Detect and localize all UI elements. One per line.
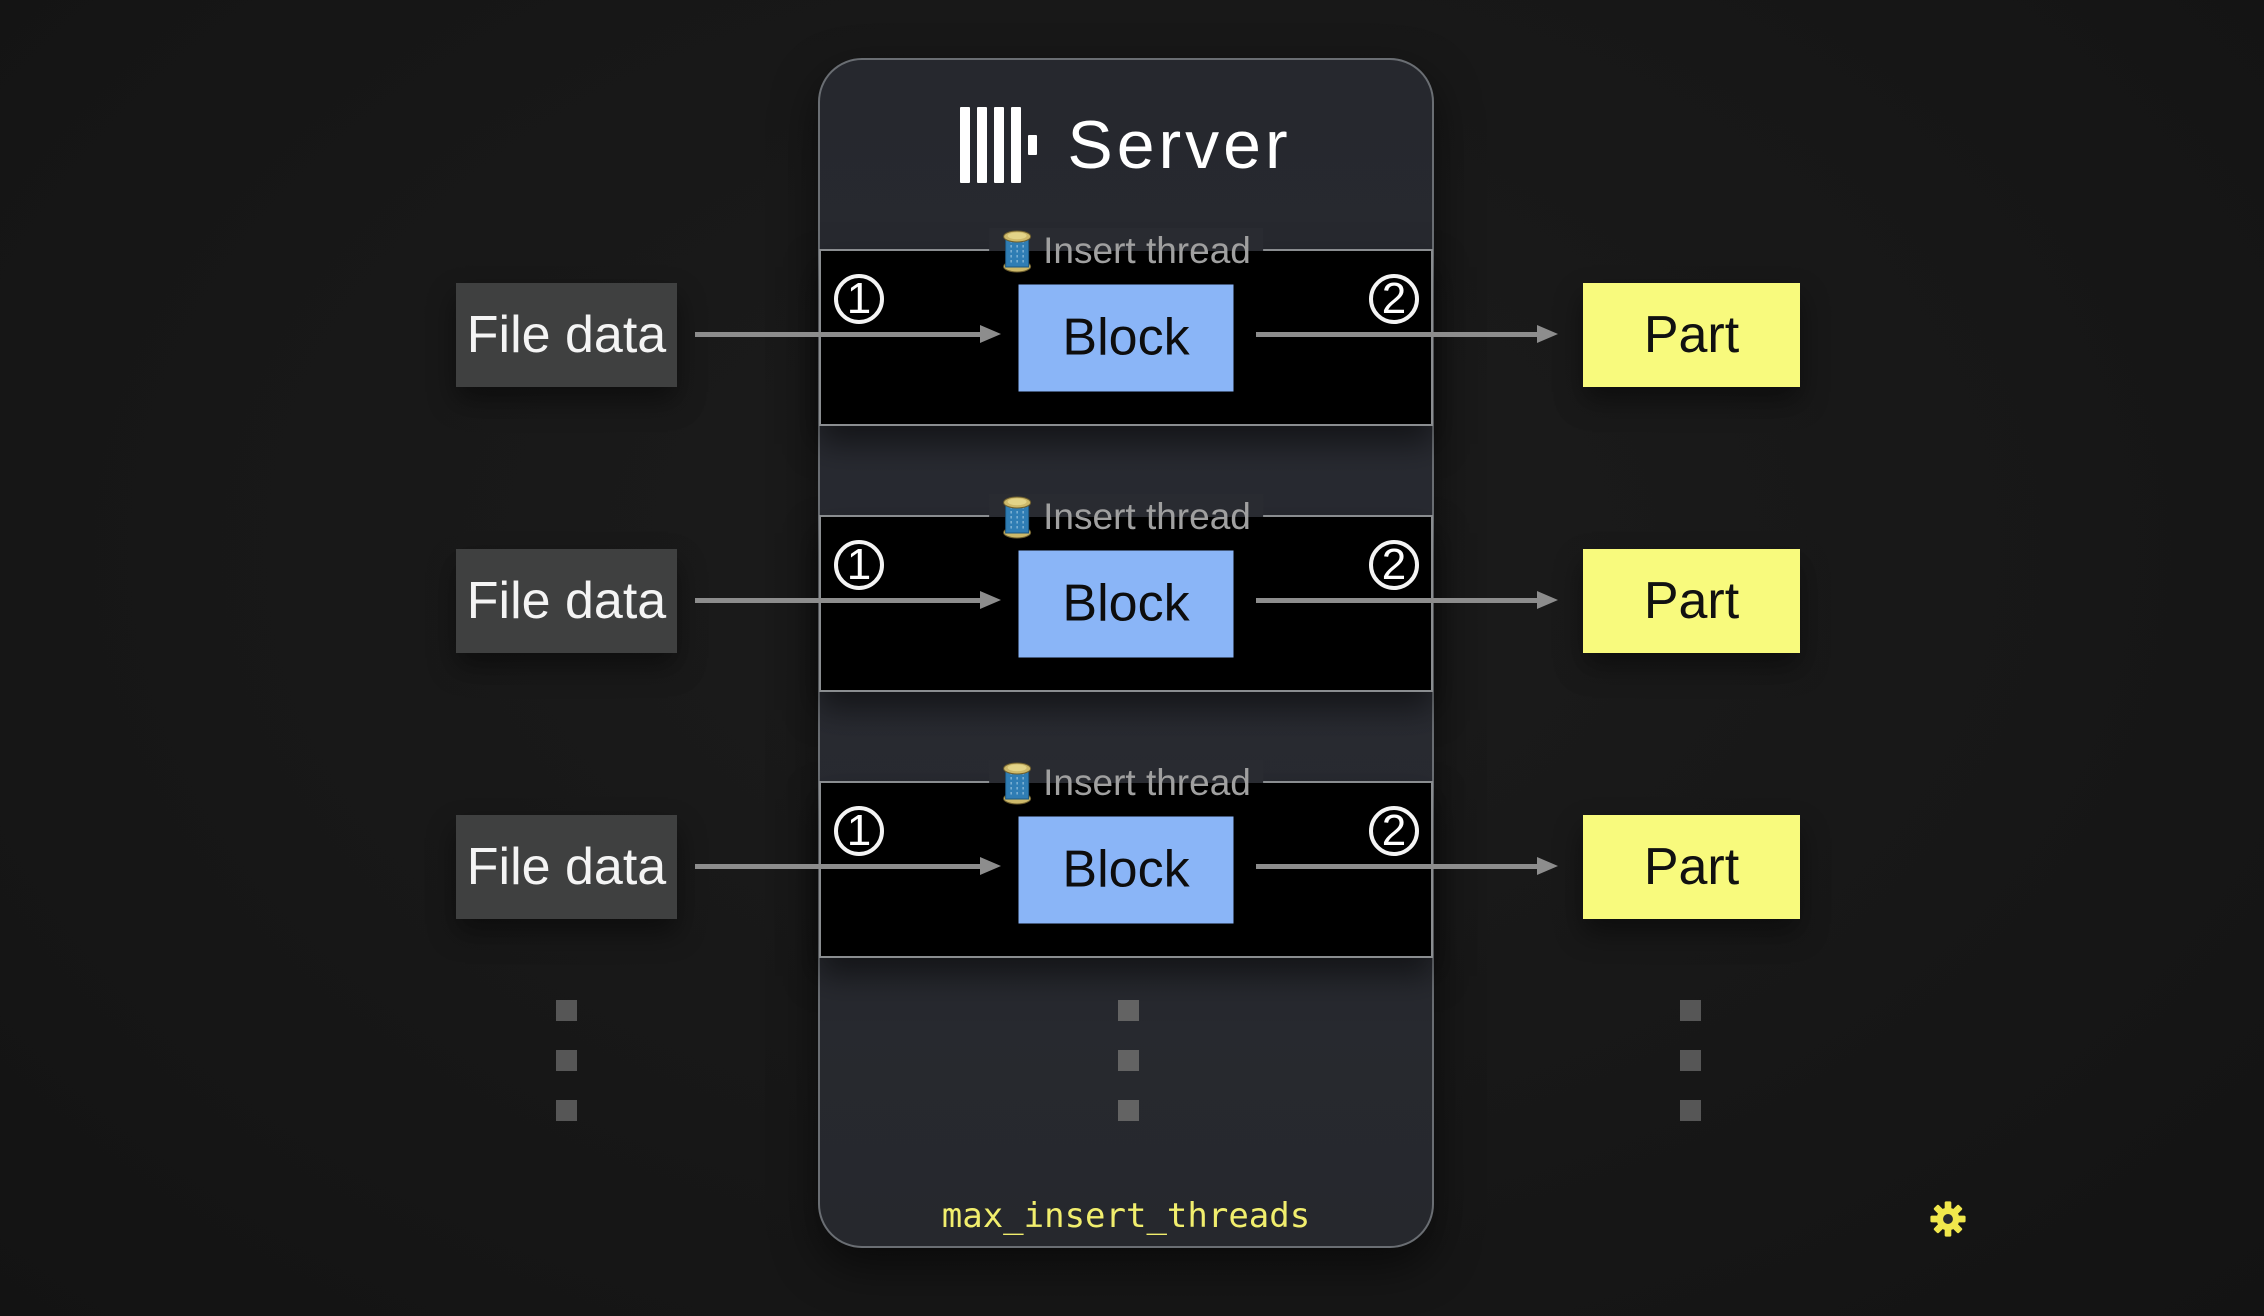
block-box: Block — [1018, 550, 1234, 657]
arrow-block-to-part — [1256, 857, 1558, 875]
part-box: Part — [1583, 549, 1800, 653]
ellipsis-square — [1118, 1100, 1139, 1121]
ellipsis-square — [1680, 1100, 1701, 1121]
file-data-label: File data — [466, 306, 667, 364]
ellipsis-square — [1680, 1000, 1701, 1021]
thread-spool-icon — [1003, 496, 1032, 539]
insert-thread-section: Insert thread 1 Block 2 — [819, 760, 1433, 958]
block-label: Block — [1062, 574, 1190, 633]
insert-thread-section: Insert thread 1 Block 2 — [819, 228, 1433, 426]
server-title: Server — [1067, 107, 1292, 183]
thread-spool-icon — [1003, 230, 1032, 273]
arrow-block-to-part — [1256, 325, 1558, 343]
insert-thread-legend: Insert thread — [989, 760, 1263, 806]
arrow-block-to-part — [1256, 591, 1558, 609]
server-title-row: Server — [820, 100, 1432, 190]
step-1-badge: 1 — [834, 274, 884, 324]
part-label: Part — [1643, 306, 1740, 364]
block-label: Block — [1062, 840, 1190, 899]
file-data-box: File data — [456, 283, 677, 387]
step-2-badge: 2 — [1369, 274, 1419, 324]
insert-thread-label: Insert thread — [1043, 230, 1251, 271]
ellipsis-square — [1118, 1050, 1139, 1071]
gear-icon — [1929, 1200, 1967, 1238]
insert-thread-label: Insert thread — [1043, 762, 1251, 803]
thread-spool-icon — [1003, 762, 1032, 805]
ellipsis-square — [1118, 1000, 1139, 1021]
step-1-badge: 1 — [834, 806, 884, 856]
ellipsis-square — [556, 1000, 577, 1021]
file-data-label: File data — [466, 572, 667, 630]
arrow-file-to-block — [695, 591, 1001, 609]
insert-thread-legend: Insert thread — [989, 494, 1263, 540]
part-box: Part — [1583, 283, 1800, 387]
arrow-file-to-block — [695, 857, 1001, 875]
step-2-badge: 2 — [1369, 540, 1419, 590]
insert-thread-legend: Insert thread — [989, 228, 1263, 274]
part-box: Part — [1583, 815, 1800, 919]
ellipsis-square — [556, 1050, 577, 1071]
ellipsis-square — [556, 1100, 577, 1121]
clickhouse-logo-icon — [960, 107, 1038, 183]
file-data-label: File data — [466, 838, 667, 896]
file-data-box: File data — [456, 815, 677, 919]
block-label: Block — [1062, 308, 1190, 367]
insert-thread-label: Insert thread — [1043, 496, 1251, 537]
step-1-badge: 1 — [834, 540, 884, 590]
step-2-badge: 2 — [1369, 806, 1419, 856]
ellipsis-square — [1680, 1050, 1701, 1071]
part-label: Part — [1643, 572, 1740, 630]
insert-thread-section: Insert thread 1 Block 2 — [819, 494, 1433, 692]
part-label: Part — [1643, 838, 1740, 896]
server-panel: Server Insert thread 1 Block 2 — [818, 58, 1966, 1248]
arrow-file-to-block — [695, 325, 1001, 343]
block-box: Block — [1018, 284, 1234, 391]
max-insert-threads-setting: max_insert_threads — [941, 1196, 1311, 1236]
block-box: Block — [1018, 816, 1234, 923]
file-data-box: File data — [456, 549, 677, 653]
